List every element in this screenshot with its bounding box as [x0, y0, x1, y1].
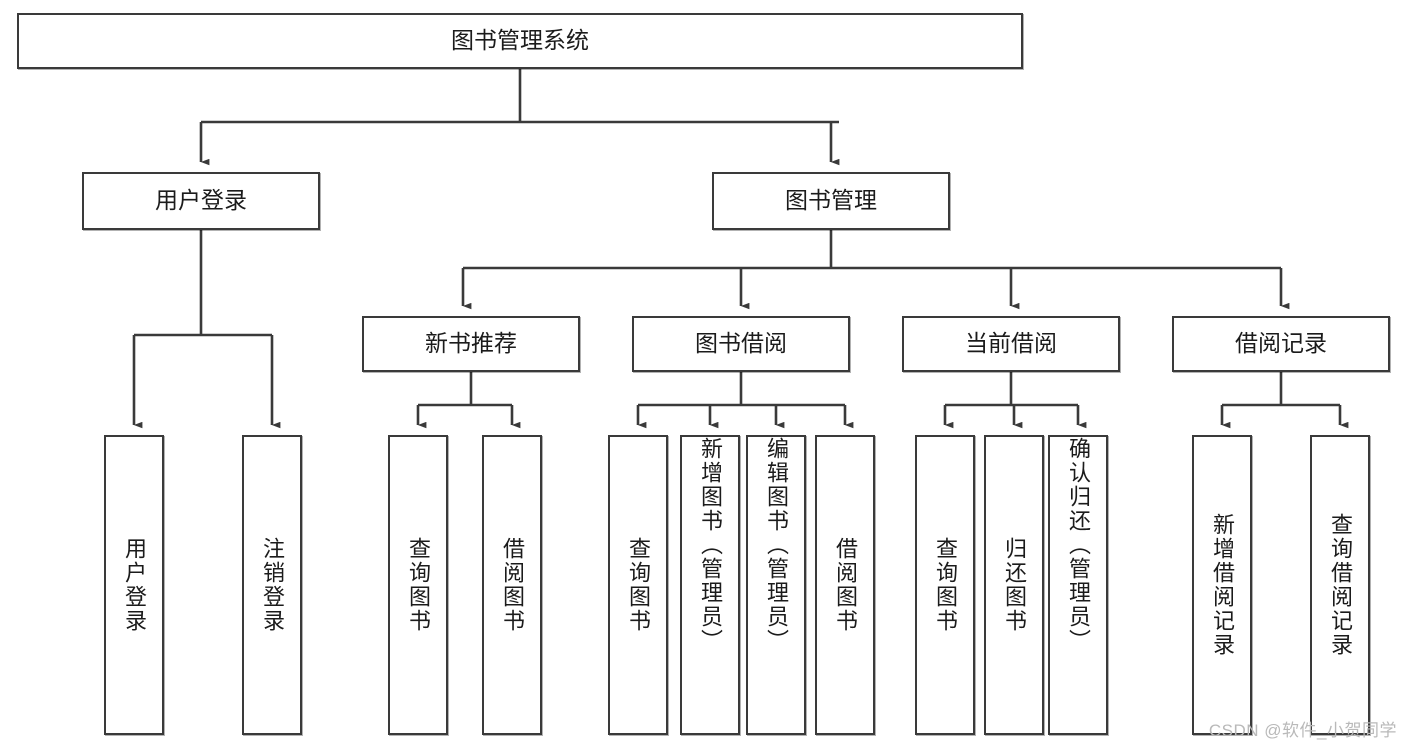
node-leaf-borrow-book-1[interactable]: 借阅图书 [482, 435, 542, 735]
node-book-manage-label: 图书管理 [785, 187, 877, 214]
node-leaf-confirm-return-label: 确认归还（管理员） [1066, 437, 1091, 653]
node-leaf-add-record-label: 新增借阅记录 [1210, 513, 1235, 657]
node-root-label: 图书管理系统 [451, 27, 589, 54]
node-book-borrow-label: 图书借阅 [695, 330, 787, 357]
node-leaf-query-book-1-label: 查询图书 [406, 537, 431, 633]
node-leaf-query-book-2-label: 查询图书 [626, 537, 651, 633]
node-leaf-user-login-label: 用户登录 [122, 537, 147, 633]
node-borrow-record[interactable]: 借阅记录 [1172, 316, 1390, 372]
node-leaf-return-book-label: 归还图书 [1002, 537, 1027, 633]
node-leaf-add-record[interactable]: 新增借阅记录 [1192, 435, 1252, 735]
node-current-borrow-label: 当前借阅 [965, 330, 1057, 357]
node-leaf-edit-book[interactable]: 编辑图书（管理员） [746, 435, 806, 735]
node-leaf-query-book-2[interactable]: 查询图书 [608, 435, 668, 735]
node-leaf-query-book-3-label: 查询图书 [933, 537, 958, 633]
node-book-borrow[interactable]: 图书借阅 [632, 316, 850, 372]
node-leaf-add-book[interactable]: 新增图书（管理员） [680, 435, 740, 735]
node-leaf-query-book-1[interactable]: 查询图书 [388, 435, 448, 735]
node-new-book-recommend-label: 新书推荐 [425, 330, 517, 357]
node-leaf-return-book[interactable]: 归还图书 [984, 435, 1044, 735]
node-leaf-logout[interactable]: 注销登录 [242, 435, 302, 735]
node-leaf-query-record[interactable]: 查询借阅记录 [1310, 435, 1370, 735]
node-leaf-query-book-3[interactable]: 查询图书 [915, 435, 975, 735]
node-leaf-borrow-book-2[interactable]: 借阅图书 [815, 435, 875, 735]
node-leaf-edit-book-label: 编辑图书（管理员） [764, 437, 789, 653]
node-new-book-recommend[interactable]: 新书推荐 [362, 316, 580, 372]
node-borrow-record-label: 借阅记录 [1235, 330, 1327, 357]
node-leaf-user-login[interactable]: 用户登录 [104, 435, 164, 735]
node-leaf-logout-label: 注销登录 [260, 537, 285, 633]
node-current-borrow[interactable]: 当前借阅 [902, 316, 1120, 372]
node-book-manage[interactable]: 图书管理 [712, 172, 950, 230]
node-leaf-add-book-label: 新增图书（管理员） [698, 437, 723, 653]
watermark-text: CSDN @软件_小贺同学 [1208, 721, 1397, 740]
node-leaf-borrow-book-1-label: 借阅图书 [500, 537, 525, 633]
node-user-login-label: 用户登录 [155, 187, 247, 214]
node-leaf-query-record-label: 查询借阅记录 [1328, 513, 1353, 657]
node-user-login[interactable]: 用户登录 [82, 172, 320, 230]
node-leaf-borrow-book-2-label: 借阅图书 [833, 537, 858, 633]
node-leaf-confirm-return[interactable]: 确认归还（管理员） [1048, 435, 1108, 735]
node-root[interactable]: 图书管理系统 [17, 13, 1023, 69]
